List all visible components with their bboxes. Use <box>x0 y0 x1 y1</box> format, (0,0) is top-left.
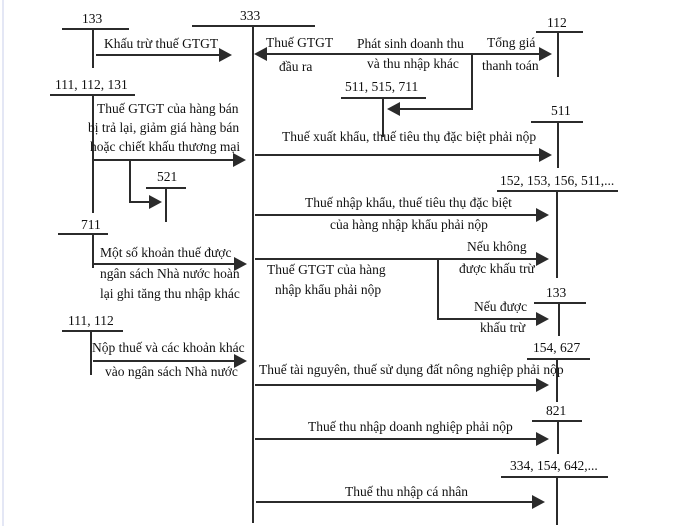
account-521-vline <box>165 187 167 222</box>
flow-label-tncn: Thuế thu nhập cá nhân <box>345 484 468 499</box>
account-152-153-156-511-vline <box>556 190 558 278</box>
account-112-topline <box>536 31 583 33</box>
flow-arrow-gtgt-hang-ban-shaft <box>94 159 233 161</box>
account-334-154-642-vline <box>556 476 558 525</box>
account-111-112-vline <box>90 330 92 375</box>
account-154-627-label: 154, 627 <box>533 340 581 355</box>
flow-arrow-xuat-khau-shaft <box>255 154 539 156</box>
account-133-top-left-vline <box>92 28 94 68</box>
flow-arrow-top-shaft <box>267 53 539 55</box>
account-333-vline <box>252 25 254 523</box>
account-334-154-642-topline <box>501 476 608 478</box>
flow-arrow-tncn-shaft <box>256 501 532 503</box>
account-821-vline <box>557 420 559 454</box>
flow-label-neu-khong-line1: Nếu không <box>467 239 527 254</box>
account-511-515-711-vline <box>382 97 384 137</box>
flow-label-gtgt-hang-ban-line2: bị trả lại, giảm giá hàng bán <box>88 120 240 135</box>
flow-label-gtgt-dau-ra-line1: Thuế GTGT <box>266 35 334 50</box>
flow-label-hoan-thue-line2: ngân sách Nhà nước hoàn <box>100 266 240 281</box>
flow-label-neu-khong-line2: được khấu trừ <box>459 261 535 276</box>
account-111-112-131-label: 111, 112, 131 <box>55 77 128 92</box>
flow-label-nhap-khau-line1: Thuế nhập khẩu, thuế tiêu thụ đặc biệt <box>305 195 512 210</box>
account-112-vline <box>557 31 559 77</box>
flow-label-gtgt-dau-ra-line2: đầu ra <box>279 59 313 74</box>
flow-label-phat-sinh-line1: Phát sinh doanh thu <box>357 36 464 51</box>
account-133-right-topline <box>534 302 586 304</box>
flow-label-neu-duoc-line2: khấu trừ <box>480 320 526 335</box>
account-111-112-131-vline <box>92 94 94 213</box>
account-511-515-711-label: 511, 515, 711 <box>345 79 419 94</box>
flow-label-hoan-thue-line3: lại ghi tăng thu nhập khác <box>100 286 240 301</box>
flow-arrow-neu-duoc-shaft <box>437 318 536 320</box>
flow-arrow-khau-tru-shaft <box>96 54 219 56</box>
flow-label-phat-sinh-line2: và thu nhập khác <box>367 56 459 71</box>
account-711-vline <box>92 233 94 268</box>
account-333-label: 333 <box>240 8 261 23</box>
arrowhead-right-icon <box>149 195 162 209</box>
flow-label-gtgt-nhap-khau-line2: nhập khẩu phải nộp <box>275 282 382 297</box>
arrowhead-right-icon <box>536 252 549 266</box>
revenue-branch-vline <box>471 53 473 110</box>
account-711-topline <box>58 233 108 235</box>
account-154-627-topline <box>527 358 590 360</box>
account-152-153-156-511-label: 152, 153, 156, 511,... <box>500 173 615 188</box>
account-133-top-left-topline <box>62 28 129 30</box>
account-111-112-topline <box>62 330 123 332</box>
arrowhead-right-icon <box>536 208 549 222</box>
arrowhead-right-icon <box>219 48 232 62</box>
account-112-label: 112 <box>547 15 567 30</box>
flow-label-nhap-khau-line2: của hàng nhập khẩu phải nộp <box>330 217 488 232</box>
account-711-label: 711 <box>81 217 101 232</box>
flow-label-tai-nguyen: Thuế tài nguyên, thuế sử dụng đất nông n… <box>259 362 564 377</box>
flow-arrow-nhap-khau-shaft <box>255 214 536 216</box>
gtgt-nhap-khau-branch-vline <box>437 258 439 320</box>
account-511-vline <box>557 121 559 168</box>
arrowhead-right-icon <box>532 495 545 509</box>
arrowhead-right-icon <box>233 153 246 167</box>
flow-label-gtgt-nhap-khau-line1: Thuế GTGT của hàng <box>267 262 386 277</box>
arrowhead-left-icon <box>387 102 400 116</box>
page-left-border <box>2 0 4 526</box>
flow-label-gtgt-hang-ban-line1: Thuế GTGT của hàng bán <box>97 101 239 116</box>
account-334-154-642-label: 334, 154, 642,... <box>510 458 598 473</box>
flow-arrow-nop-thue-shaft <box>93 360 234 362</box>
flow-label-tong-gia-line2: thanh toán <box>482 58 539 73</box>
flow-label-neu-duoc-line1: Nếu được <box>474 299 528 314</box>
flow-arrow-tndn-shaft <box>255 438 536 440</box>
flow-arrow-tai-nguyen-shaft <box>255 384 536 386</box>
flow-label-xuat-khau: Thuế xuất khẩu, thuế tiêu thụ đặc biệt p… <box>282 129 537 144</box>
arrowhead-right-icon <box>234 354 247 368</box>
arrowhead-right-icon <box>539 148 552 162</box>
branch-521-vline <box>129 160 131 203</box>
arrowhead-right-icon <box>234 257 247 271</box>
flow-arrow-hoan-thue-shaft <box>94 263 234 265</box>
flow-label-tong-gia-line1: Tổng giá <box>487 35 536 50</box>
account-133-top-left-label: 133 <box>82 11 103 26</box>
arrowhead-right-icon <box>536 432 549 446</box>
flow-label-khau-tru-thue-gtgt: Khấu trừ thuế GTGT <box>104 36 219 51</box>
flow-label-hoan-thue-line1: Một số khoản thuế được <box>100 245 232 260</box>
account-521-label: 521 <box>157 169 178 184</box>
revenue-branch-shaft <box>400 108 471 110</box>
account-133-right-vline <box>558 302 560 336</box>
arrowhead-right-icon <box>536 378 549 392</box>
flow-label-tndn: Thuế thu nhập doanh nghiệp phải nộp <box>308 419 513 434</box>
flow-label-nop-thue-line2: vào ngân sách Nhà nước <box>105 364 238 379</box>
account-511-label: 511 <box>551 103 571 118</box>
account-821-label: 821 <box>546 403 567 418</box>
arrowhead-right-icon <box>536 312 549 326</box>
arrowhead-left-icon <box>254 47 267 61</box>
arrowhead-right-icon <box>539 47 552 61</box>
account-133-right-label: 133 <box>546 285 567 300</box>
flow-arrow-neu-khong-shaft <box>255 258 536 260</box>
account-111-112-label: 111, 112 <box>68 313 114 328</box>
flow-label-nop-thue-line1: Nộp thuế và các khoản khác <box>92 340 245 355</box>
account-154-627-vline <box>556 358 558 402</box>
flow-label-gtgt-hang-ban-line3: hoặc chiết khấu thương mại <box>90 139 241 154</box>
branch-521-shaft <box>129 201 149 203</box>
